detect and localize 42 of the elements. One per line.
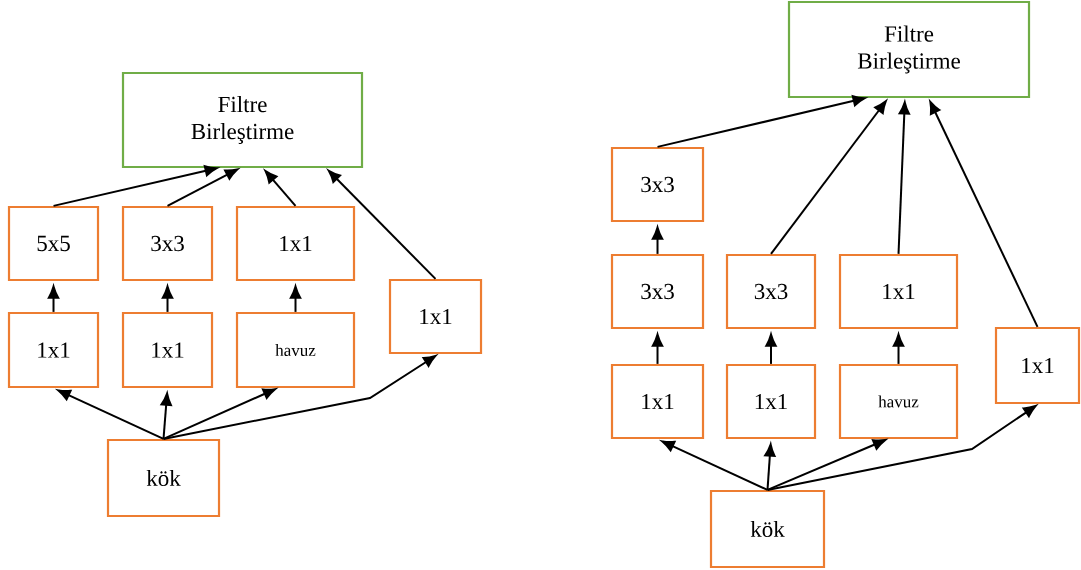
- layer-box: 1x1: [725, 363, 817, 440]
- layer-box: 5x5: [7, 205, 100, 282]
- layer-box: 1x1: [235, 205, 356, 282]
- arrow: [166, 168, 239, 207]
- layer-box: 3x3: [610, 146, 705, 223]
- layer-box: kök: [106, 438, 221, 518]
- layer-box: 1x1: [388, 278, 483, 355]
- layer-box: 3x3: [121, 205, 214, 282]
- arrow: [162, 354, 437, 440]
- arrow: [766, 405, 1037, 491]
- merge-box: Filtre Birleştirme: [121, 71, 364, 169]
- arrow: [47, 285, 60, 313]
- layer-box: 1x1: [610, 363, 705, 440]
- arrow: [764, 443, 776, 491]
- arrow: [651, 226, 664, 255]
- layer-box: havuz: [838, 363, 959, 440]
- arrow: [162, 388, 277, 440]
- arrow: [765, 333, 777, 365]
- layer-box: 3x3: [725, 253, 817, 330]
- layer-box: 3x3: [610, 253, 705, 330]
- layer-box: kök: [709, 489, 826, 569]
- arrow: [766, 439, 886, 491]
- layer-box: 1x1: [121, 311, 214, 389]
- arrow: [264, 170, 297, 207]
- layer-box: 1x1: [838, 253, 959, 330]
- merge-box: Filtre Birleştirme: [787, 0, 1031, 99]
- arrow: [651, 333, 664, 365]
- arrow: [929, 100, 1039, 328]
- arrow: [897, 101, 910, 255]
- arrow: [57, 389, 165, 440]
- arrow: [892, 333, 905, 365]
- arrow: [160, 392, 172, 440]
- arrow: [327, 169, 437, 280]
- arrow: [161, 285, 174, 313]
- arrow: [770, 100, 887, 255]
- layer-box: havuz: [235, 311, 356, 389]
- arrow: [656, 95, 866, 148]
- layer-box: 1x1: [994, 326, 1081, 405]
- arrow: [661, 440, 769, 491]
- layer-box: 1x1: [7, 311, 100, 389]
- arrow: [52, 165, 218, 207]
- arrow: [289, 285, 302, 313]
